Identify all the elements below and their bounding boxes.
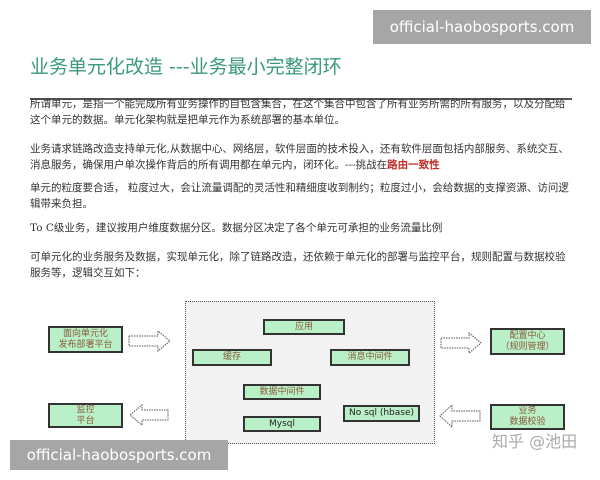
paragraph-4: To C级业务，建议按用户维度数据分区。数据分区决定了各个单元可承担的业务流量比… xyxy=(30,222,443,234)
box-data-check: 业务 数据校验 xyxy=(490,404,565,430)
box-config-center: 配置中心 （规则管理） xyxy=(490,328,565,355)
box-nosql: No sql (hbase) xyxy=(343,405,420,422)
paragraph-2-text: 业务请求链路改造支持单元化,从数据中心、网络层，软件层面的技术投入，还有软件层面… xyxy=(30,143,569,171)
watermark-bottom: official-haobosports.com xyxy=(10,440,228,470)
page-title: 业务单元化改造 ---业务最小完整闭环 xyxy=(30,56,342,78)
box-data-middleware: 数据中间件 xyxy=(243,384,321,400)
arrow-left-icon xyxy=(129,403,169,427)
paragraph-1: 所谓单元，是指一个能完成所有业务操作的自包含集合，在这个集合中包含了所有业务所需… xyxy=(30,98,566,126)
paragraph-3: 单元的粒度要合适， 粒度过大，会让流量调配的灵活性和精细度收到制约；粒度过小，会… xyxy=(30,182,569,210)
watermark-top: official-haobosports.com xyxy=(373,10,591,44)
box-mysql: Mysql xyxy=(243,416,321,432)
box-mq: 消息中间件 xyxy=(330,349,410,366)
paragraph-2: 业务请求链路改造支持单元化,从数据中心、网络层，软件层面的技术投入，还有软件层面… xyxy=(30,141,575,173)
arrow-right-icon xyxy=(128,329,171,353)
arrow-left-icon xyxy=(439,403,481,429)
box-cache: 缓存 xyxy=(192,349,272,366)
box-deploy-platform: 面向单元化 发布部署平台 xyxy=(48,326,123,353)
highlight-text: 路由一致性 xyxy=(387,159,440,171)
zhihu-watermark: 知乎 @池田 xyxy=(492,432,578,451)
box-app: 应用 xyxy=(263,319,345,335)
box-monitor-platform: 监控 平台 xyxy=(48,403,123,428)
paragraph-5: 可单元化的业务服务及数据，实现单元化，除了链路改造，还依赖于单元化的部署与监控平… xyxy=(30,251,566,279)
arrow-right-icon xyxy=(440,331,482,355)
divider xyxy=(30,98,572,100)
